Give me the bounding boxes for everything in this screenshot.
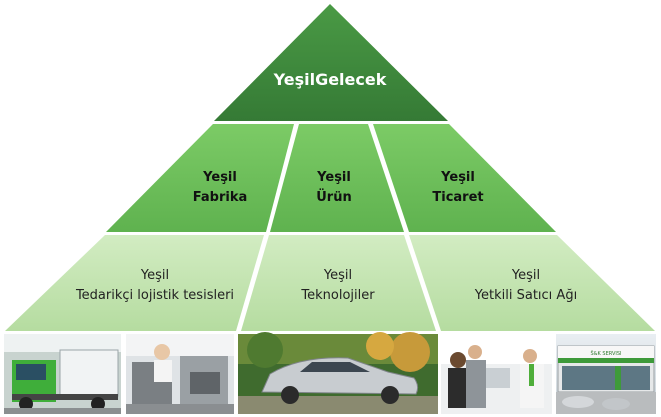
bottom-label-tedarikci-line1: Yeşil [140,268,170,283]
bottom-label-bayi: Yeşil Yetkili Satıcı Ağı [446,266,606,306]
tier-middle-left [106,124,294,232]
middle-label-ticaret: Yeşil Ticaret [408,168,508,208]
tier-middle-right [373,124,556,232]
middle-label-urun: Yeşil Ürün [284,168,384,208]
photo-factory-worker [126,334,234,414]
photo-car [238,332,438,414]
photo-truck [4,334,121,414]
tier-middle-center [270,124,404,232]
dealer-sign-text: Š&K SERVISI [590,350,621,357]
middle-label-urun-line1: Yeşil [317,170,351,185]
middle-label-urun-line2: Ürün [316,190,352,205]
photo-dealership: Š&K SERVISI [556,334,656,414]
bottom-label-bayi-line2: Yetkili Satıcı Ağı [474,288,578,303]
middle-label-fabrika-line1: Yeşil [203,170,237,185]
bottom-label-teknolojiler: Yeşil Teknolojiler [268,266,408,306]
top-tier-label: YeşilGelecek [250,70,410,90]
bottom-label-tedarikci-line2: Tedarikçi lojistik tesisleri [75,288,235,303]
top-tier-text: YeşilGelecek [273,70,387,89]
bottom-label-tedarikci: Yeşil Tedarikçi lojistik tesisleri [55,266,255,306]
tier-top [214,4,448,121]
tier-bottom-right [409,235,655,331]
photo-dealer-handshake [441,334,552,414]
middle-label-ticaret-line1: Yeşil [441,170,475,185]
middle-label-fabrika: Yeşil Fabrika [170,168,270,208]
bottom-label-teknolojiler-line2: Teknolojiler [301,288,375,303]
bottom-label-bayi-line1: Yeşil [511,268,541,283]
middle-label-fabrika-line2: Fabrika [192,190,248,205]
middle-label-ticaret-line2: Ticaret [432,190,484,205]
tier-bottom-center [241,235,436,331]
tier-bottom-left [5,235,264,331]
bottom-label-teknolojiler-line1: Yeşil [323,268,353,283]
